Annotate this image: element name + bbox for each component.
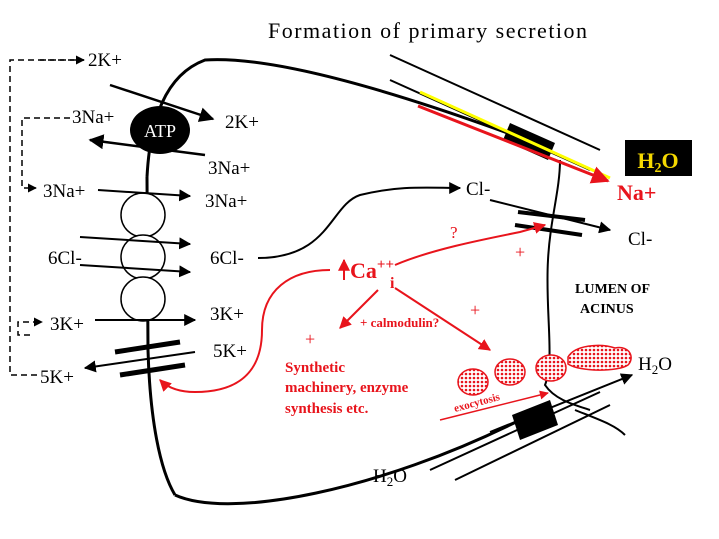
plus-exocytosis: + <box>470 300 480 320</box>
feedback-k2-line <box>9 59 84 376</box>
granule-3 <box>535 354 567 382</box>
na3-right-top-label: 3Na+ <box>208 158 250 179</box>
cl-in-label: Cl- <box>466 179 490 200</box>
plus-synthesis: + <box>305 329 315 349</box>
calmodulin-label: + calmodulin? <box>360 315 439 330</box>
cotransporter-1 <box>120 192 166 238</box>
k-channel-top <box>114 339 181 355</box>
synthesis-text: Synthetic machinery, enzyme synthesis et… <box>285 360 409 417</box>
ion-labels: 2K+ 3Na+ 2K+ 3Na+ 3Na+ 3Na+ 6Cl- 6Cl- 3K… <box>40 50 259 388</box>
h2o-out-arrow <box>489 373 634 433</box>
k5-left-label: 5K+ <box>40 367 74 388</box>
h2o-right-label: H2O <box>638 354 672 377</box>
na3-mid-left-label: 3Na+ <box>43 181 85 202</box>
tight-junction-bottom <box>429 391 611 481</box>
lumen-label: LUMEN OF ACINUS <box>575 282 650 317</box>
ca-to-k-channel <box>159 269 331 394</box>
k-channel-bottom <box>119 362 186 378</box>
k3-left-label: 3K+ <box>50 314 84 335</box>
granule-1 <box>457 368 489 396</box>
plus-cl: + <box>515 242 525 262</box>
cl6-left-label: 6Cl- <box>48 248 82 269</box>
granule-2 <box>494 358 526 386</box>
exocytosis-arrow <box>439 390 549 421</box>
atp-label: ATP <box>144 121 176 141</box>
k2-in-arrow <box>109 83 215 122</box>
luminal-membrane <box>543 159 591 411</box>
cl-channel-bottom <box>514 223 583 237</box>
atp-pump <box>130 106 190 154</box>
k5-right-label: 5K+ <box>213 341 247 362</box>
cl-pathway-curve <box>257 181 462 259</box>
na-lumen-label: Na+ <box>617 180 656 205</box>
k5-out-arrow <box>83 351 196 373</box>
cl-out-label: Cl- <box>628 229 652 250</box>
cl6-right-label: 6Cl- <box>210 248 244 269</box>
yellow-path <box>419 90 611 180</box>
ca-to-exocytosis <box>394 287 492 351</box>
h2o-bottom-label: H2O <box>373 466 407 489</box>
synthesis-line-2: machinery, enzyme <box>285 380 409 396</box>
cell-membrane-bottom <box>174 418 521 506</box>
k3-right-label: 3K+ <box>210 304 244 325</box>
k2-top-label: 2K+ <box>88 50 122 71</box>
ca-label: Ca++i <box>350 257 395 292</box>
lumen-right-wall <box>574 409 626 436</box>
cotransporter-3 <box>120 276 166 322</box>
red-path <box>417 104 610 184</box>
k2-right-label: 2K+ <box>225 112 259 133</box>
synthesis-line-1: Synthetic <box>285 360 345 376</box>
na3-mid-right-label: 3Na+ <box>205 191 247 212</box>
na3-left-label: 3Na+ <box>72 107 114 128</box>
granule-exocytosed <box>567 344 632 371</box>
h2o-box <box>625 140 692 176</box>
cl-out-arrow <box>489 199 612 234</box>
cl6-in-arrow-2 <box>79 264 192 278</box>
ca-to-synthesis <box>339 289 379 329</box>
lumen-line-2: ACINUS <box>580 302 634 317</box>
tight-junction-top <box>389 54 601 171</box>
diagram-title: Formation of primary secretion <box>268 18 589 43</box>
cell-membrane-left <box>145 176 177 496</box>
question-mark: ? <box>450 223 458 242</box>
feedback-k3-line <box>17 317 43 336</box>
lumen-line-1: LUMEN OF <box>575 282 650 297</box>
na3-in-arrow <box>97 189 192 202</box>
cl6-in-arrow <box>79 236 192 250</box>
synthesis-line-3: synthesis etc. <box>285 401 369 417</box>
feedback-na-line <box>21 117 70 193</box>
ca-to-cl-channel <box>394 222 547 266</box>
